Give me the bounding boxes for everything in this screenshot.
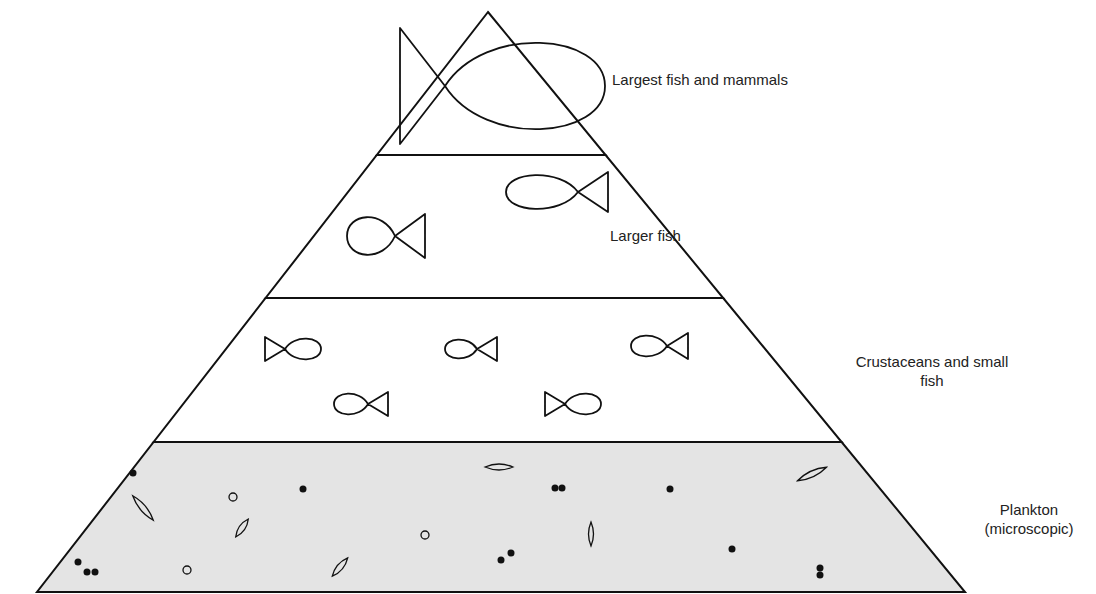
plankton-dot (559, 485, 566, 492)
plankton-dot (817, 572, 824, 579)
band-shape (154, 298, 842, 442)
plankton-dot (498, 557, 505, 564)
plankton-cell (589, 522, 594, 546)
band-outline (263, 153, 1094, 300)
plankton-cell (485, 464, 513, 470)
fish-icon (545, 392, 601, 416)
fish-icon (506, 172, 608, 212)
fish-icon (334, 392, 388, 416)
plankton-cell (330, 556, 350, 578)
fish-icon (631, 333, 688, 359)
level-label: Largest fish and mammals (612, 70, 852, 89)
plankton-dot (817, 565, 824, 572)
plankton-ring (183, 566, 191, 574)
plankton-dot (75, 559, 82, 566)
band-shape (266, 155, 724, 298)
pyramid-band: Larger fish (263, 153, 1094, 300)
plankton-dot (508, 550, 515, 557)
band-shape (377, 12, 606, 155)
plankton-ring (229, 493, 237, 501)
plankton-cell (796, 465, 828, 484)
band-outline (34, 440, 1094, 594)
plankton-dot (300, 486, 307, 493)
band-shape (37, 442, 965, 592)
level-label: Plankton (microscopic) (973, 500, 1085, 538)
plankton-cell (130, 494, 155, 522)
fish-icon (265, 337, 321, 361)
pyramid-band: Crustaceans and small fish (151, 296, 1094, 444)
plankton-dot (92, 569, 99, 576)
fish-icon (347, 214, 425, 258)
plankton-dot (729, 546, 736, 553)
plankton-ring (421, 531, 429, 539)
pyramid-band: Plankton (microscopic) (34, 440, 1094, 594)
plankton-cell (233, 517, 251, 538)
plankton-dot (667, 486, 674, 493)
plankton-dot (552, 485, 559, 492)
pyramid-band: Largest fish and mammals (374, 10, 1094, 157)
plankton-shading (37, 442, 965, 592)
plankton-dot (84, 569, 91, 576)
level-label: Crustaceans and small fish (846, 352, 1018, 390)
fish-icon (445, 337, 497, 361)
level-label: Larger fish (610, 226, 810, 245)
